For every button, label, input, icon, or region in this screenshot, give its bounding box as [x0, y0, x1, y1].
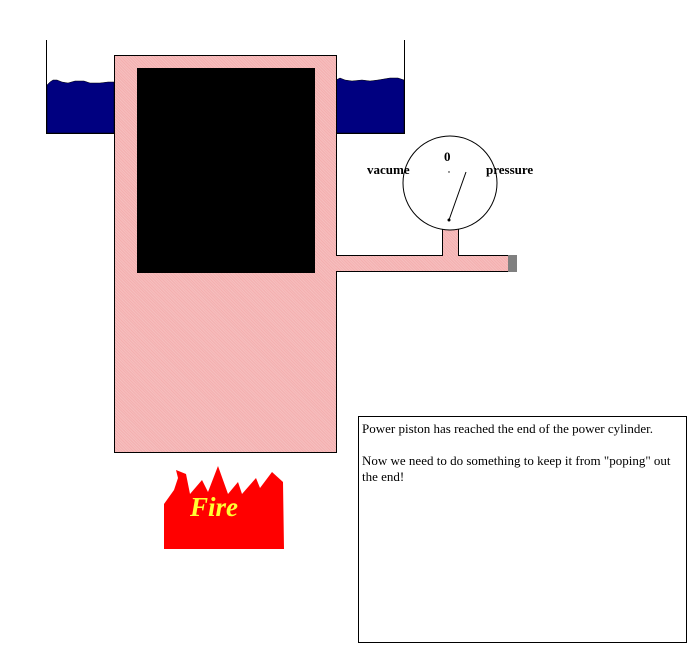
gauge-needle: [448, 171, 467, 221]
gauge-pressure-label: pressure: [486, 162, 534, 177]
pressure-gauge: [402, 135, 498, 231]
message-box: Power piston has reached the end of the …: [358, 416, 687, 643]
gauge-pipe: [336, 255, 508, 272]
power-piston: [137, 68, 315, 273]
message-paragraph: Now we need to do something to keep it f…: [362, 453, 671, 484]
fire-icon: [164, 466, 284, 549]
water-right: [335, 77, 405, 134]
gauge-zero-label: 0: [444, 149, 451, 164]
fire-label: Fire: [190, 492, 239, 522]
pipe-cap: [508, 255, 517, 272]
water-left: [46, 79, 115, 134]
message-paragraph: Power piston has reached the end of the …: [362, 421, 653, 436]
gauge-stem: [442, 228, 459, 256]
gauge-vacuum-label: vacume: [367, 162, 410, 177]
